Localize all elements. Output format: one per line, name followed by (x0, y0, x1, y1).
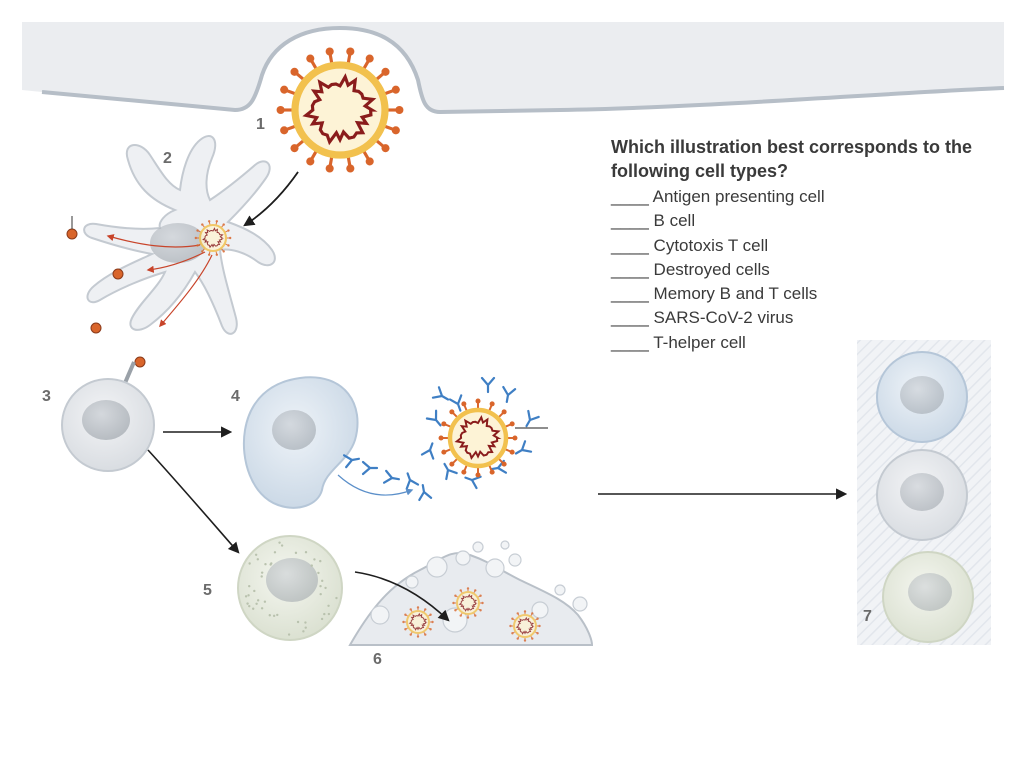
cytotoxic-t-cell (238, 536, 342, 640)
choice-item: ____ SARS-CoV-2 virus (611, 306, 1011, 330)
choice-list: ____ Antigen presenting cell____ B cell_… (611, 185, 1011, 355)
choice-item: ____ T-helper cell (611, 331, 1011, 355)
virus-neutralized (439, 399, 518, 478)
label-5: 5 (203, 582, 212, 600)
choice-item: ____ B cell (611, 209, 1011, 233)
label-1: 1 (256, 116, 265, 134)
memory-cells-panel (857, 340, 991, 645)
b-cell (244, 377, 358, 507)
question-panel: Which illustration best corresponds to t… (611, 135, 1011, 355)
cell-membrane-top (22, 22, 1004, 112)
choice-item: ____ Memory B and T cells (611, 282, 1011, 306)
choice-item: ____ Cytotoxis T cell (611, 234, 1011, 258)
t-helper-cell (62, 362, 154, 471)
label-6: 6 (373, 651, 382, 669)
antigen-presenting-cell (67, 136, 275, 367)
label-4: 4 (231, 388, 240, 406)
question-title: Which illustration best corresponds to t… (611, 135, 1011, 183)
choice-item: ____ Antigen presenting cell (611, 185, 1011, 209)
label-3: 3 (42, 388, 51, 406)
label-7: 7 (863, 608, 872, 626)
label-2: 2 (163, 150, 172, 168)
sars-cov-2-virus-large (277, 47, 404, 172)
choice-item: ____ Destroyed cells (611, 258, 1011, 282)
